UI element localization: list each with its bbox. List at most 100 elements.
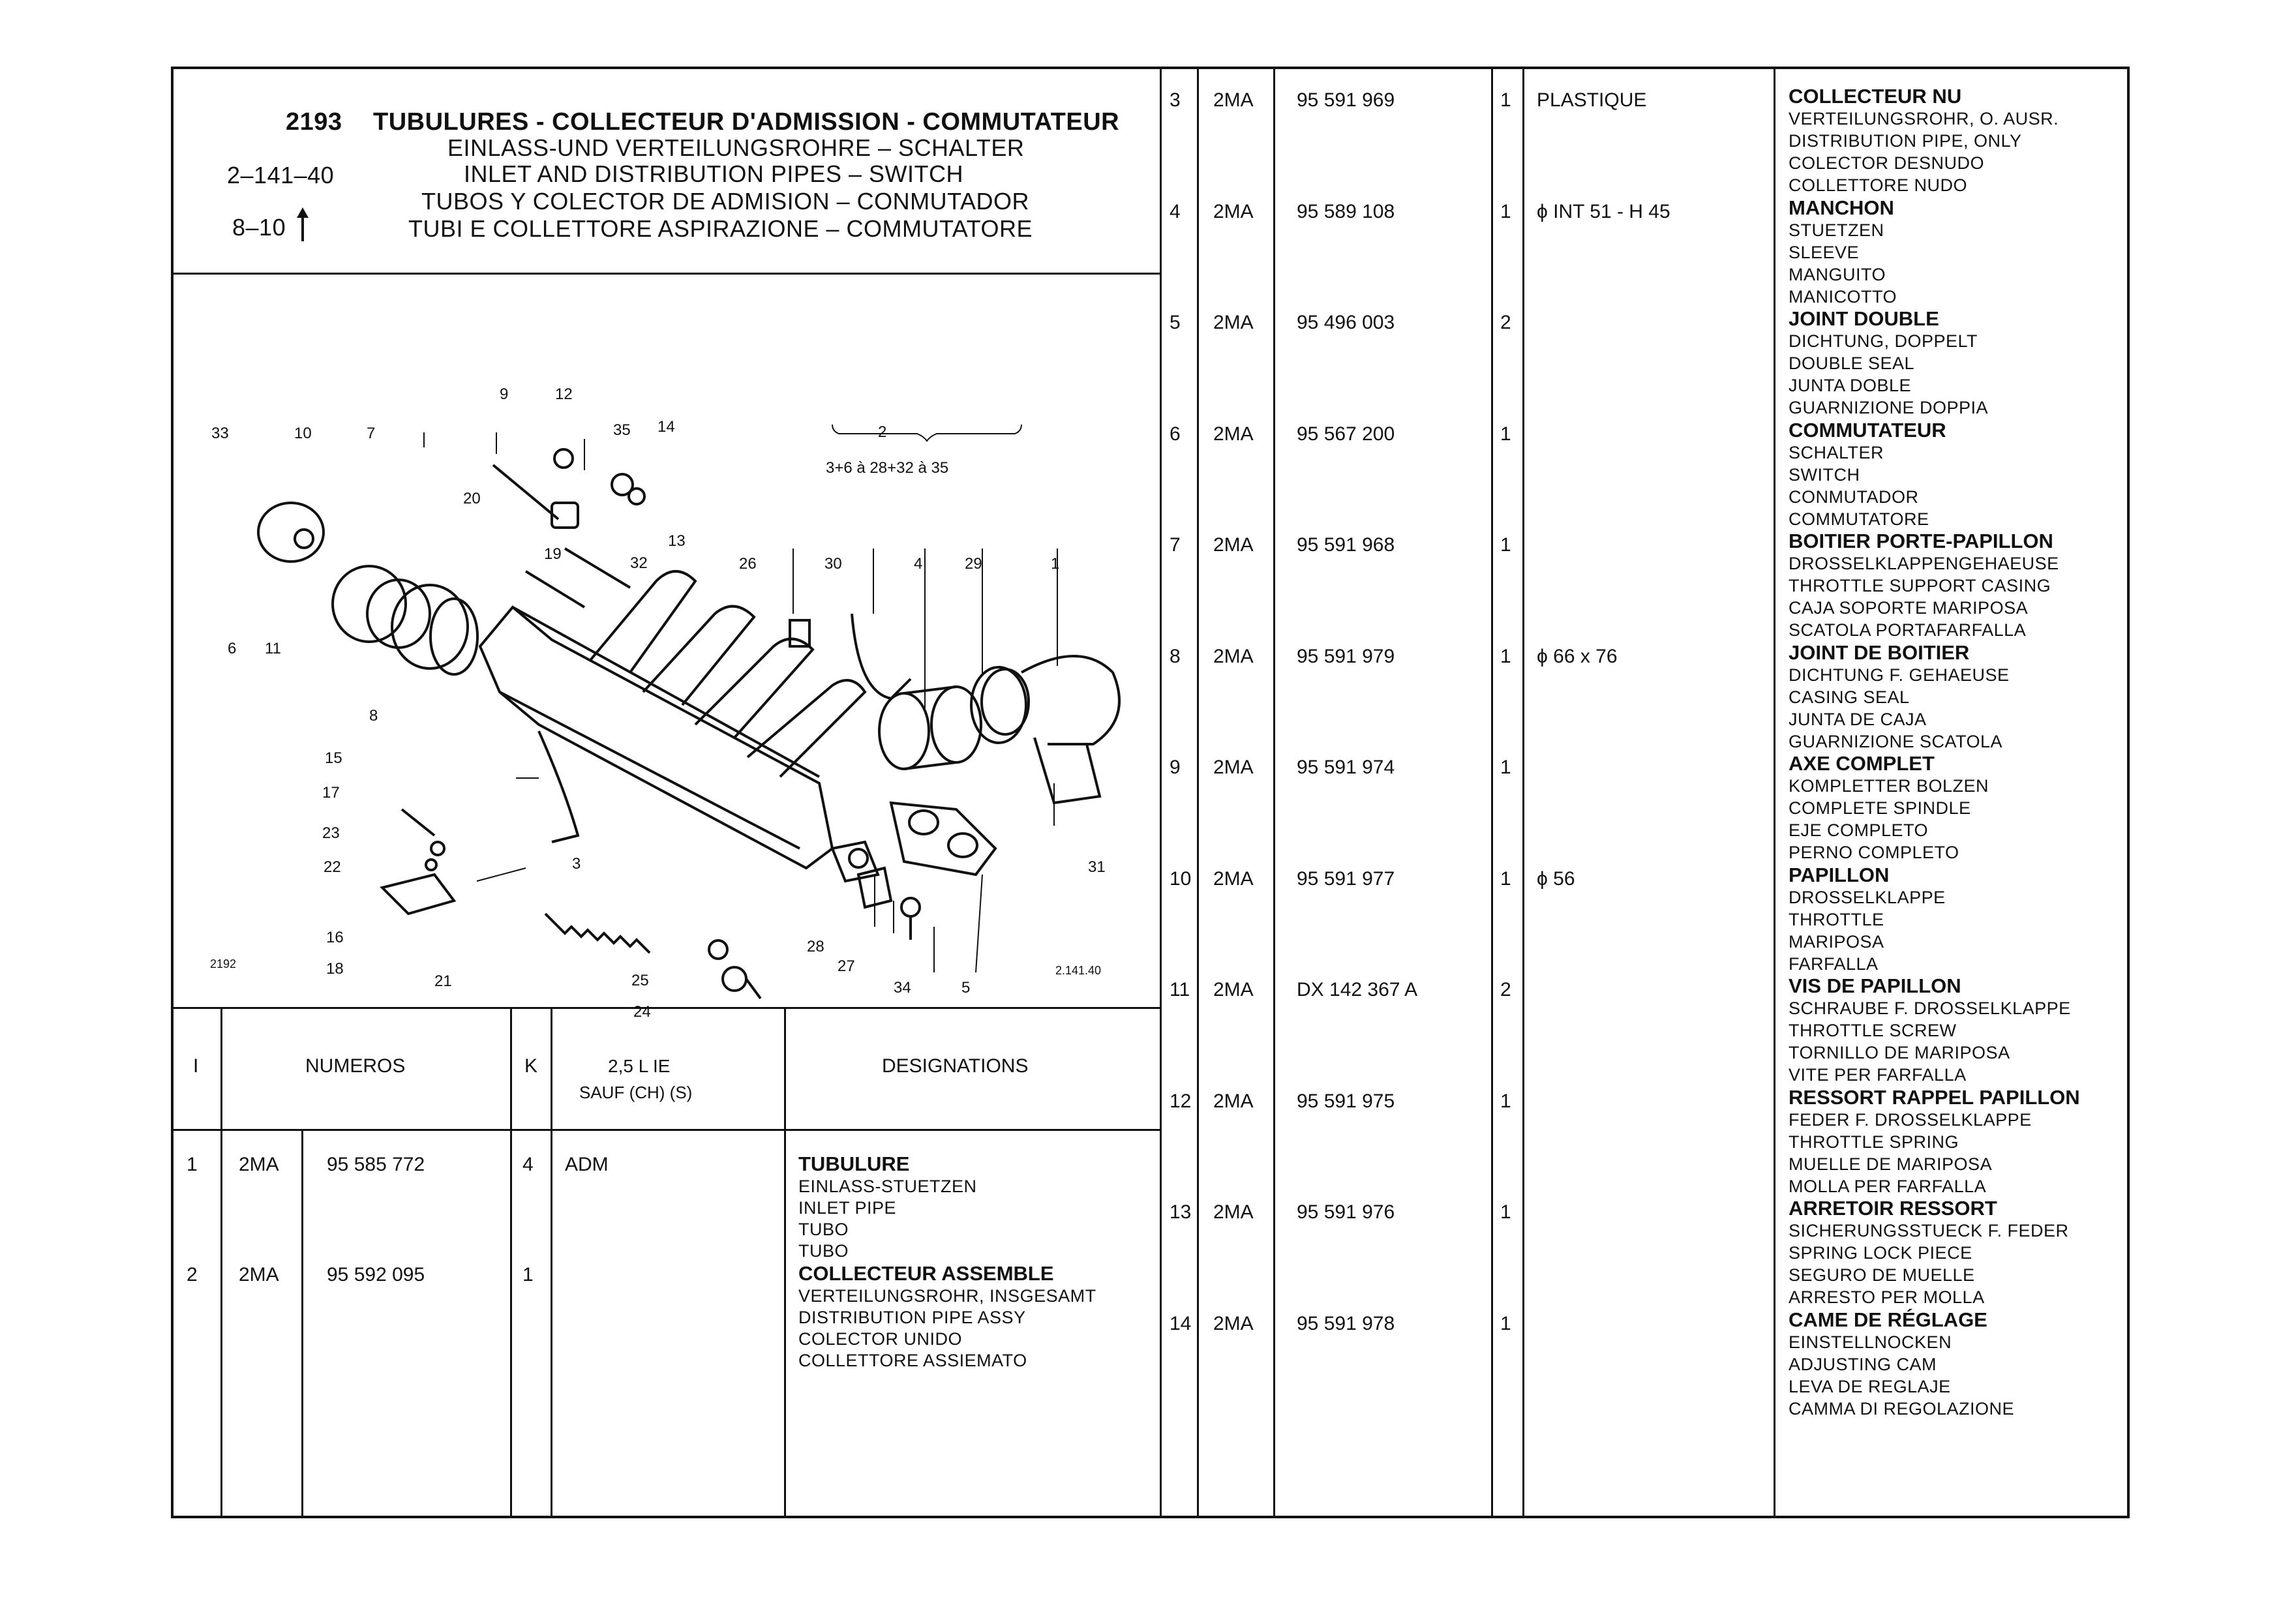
col-header-k: K [524, 1055, 538, 1077]
callout: 16 [326, 929, 344, 946]
designation-title: COLLECTEUR NU [1789, 85, 1962, 108]
parts-sheet: 2193 TUBULURES - COLLECTEUR D'ADMISSION … [171, 67, 2130, 1518]
designation-de: DROSSELKLAPPE [1789, 887, 1946, 907]
group-code: 2MA [1213, 757, 1254, 778]
designation-it: VITE PER FARFALLA [1789, 1065, 1967, 1085]
callout: 30 [824, 555, 842, 573]
title-fr: TUBULURES - COLLECTEUR D'ADMISSION - COM… [373, 108, 1120, 136]
diagram-separator [174, 1007, 1160, 1009]
designation-de: SICHERUNGSSTUECK F. FEDER [1789, 1221, 2069, 1240]
designation-es: CONMUTADOR [1789, 487, 1919, 507]
designation-es: MANGUITO [1789, 264, 1886, 284]
col-header-designations: DESIGNATIONS [882, 1055, 1029, 1077]
drawing-ref: 2.141.40 [1055, 964, 1102, 977]
designation-it: GUARNIZIONE DOPPIA [1789, 398, 1989, 417]
callout: 4 [914, 555, 923, 573]
designation-title: ARRETOIR RESSORT [1789, 1197, 1997, 1220]
quantity: 4 [522, 1154, 534, 1175]
group-code: 2MA [1213, 1090, 1254, 1112]
designation-de: DICHTUNG F. GEHAEUSE [1789, 665, 2010, 685]
quantity: 1 [1500, 534, 1511, 556]
callout: 18 [326, 960, 344, 978]
designation-en: CASING SEAL [1789, 687, 1910, 707]
designation-title: MANCHON [1789, 196, 1894, 219]
part-number: 95 496 003 [1297, 312, 1395, 333]
part-number: 95 591 978 [1297, 1312, 1395, 1334]
callout: 13 [668, 532, 686, 550]
group-code: 2MA [1213, 1201, 1254, 1223]
designation-de: VERTEILUNGSROHR, O. AUSR. [1789, 109, 2059, 128]
col-header-item: I [193, 1055, 199, 1077]
callout: 5 [961, 979, 971, 997]
title-es: TUBOS Y COLECTOR DE ADMISION – CONMUTADO… [421, 188, 1029, 215]
designation-en: DISTRIBUTION PIPE, ONLY [1789, 131, 2022, 151]
designation-title: COMMUTATEUR [1789, 418, 1946, 442]
group-range: 3+6 à 28+32 à 35 [826, 459, 949, 477]
item-number: 14 [1170, 1312, 1192, 1334]
group-label: 2 [878, 423, 887, 441]
callout: 11 [265, 640, 281, 657]
lt-divider-note [784, 1007, 786, 1516]
divider-item [1197, 69, 1199, 1516]
designation-en: ADJUSTING CAM [1789, 1354, 1937, 1374]
designation-it: GUARNIZIONE SCATOLA [1789, 731, 2003, 751]
designation-it: PERNO COMPLETO [1789, 843, 1959, 862]
group-code: 2MA [1213, 1312, 1254, 1334]
title-en: INLET AND DISTRIBUTION PIPES – SWITCH [464, 160, 963, 187]
item-number: 2 [187, 1264, 198, 1285]
designation-title: PAPILLON [1789, 863, 1890, 886]
part-note: ϕ 56 [1537, 867, 1575, 890]
callout: 33 [211, 425, 229, 442]
callout: 6 [228, 640, 237, 657]
callout: 23 [322, 824, 340, 842]
divider-note [1774, 69, 1775, 1516]
designation-de: SCHRAUBE F. DROSSELKLAPPE [1789, 999, 2071, 1018]
callout: 24 [633, 1003, 651, 1021]
part-note: PLASTIQUE [1537, 89, 1647, 111]
callout: 32 [630, 554, 648, 572]
designation-it: MANICOTTO [1789, 286, 1897, 307]
quantity: 1 [1500, 1090, 1511, 1112]
item-number: 5 [1170, 312, 1181, 333]
callout: 35 [613, 421, 631, 439]
callout: 9 [500, 385, 509, 403]
designation-it: COMMUTATORE [1789, 509, 1929, 529]
item-number: 6 [1170, 423, 1181, 445]
item-number: 7 [1170, 534, 1181, 556]
part-number: 95 585 772 [327, 1154, 425, 1175]
group-code: 2MA [1213, 423, 1254, 445]
callout: 8 [369, 707, 378, 725]
designation-en: SWITCH [1789, 464, 1860, 485]
group-code: 2MA [1213, 645, 1254, 667]
designation-es: TUBO [798, 1220, 849, 1239]
quantity: 1 [1500, 867, 1511, 890]
col-header-numeros: NUMEROS [305, 1055, 406, 1077]
item-number: 10 [1170, 867, 1192, 890]
designation-es: MUELLE DE MARIPOSA [1789, 1154, 1993, 1174]
designation-es: COLECTOR DESNUDO [1789, 153, 1985, 173]
designation-de: VERTEILUNGSROHR, INSGESAMT [798, 1286, 1096, 1306]
page-number: 2193 [286, 108, 342, 136]
item-number: 1 [187, 1154, 198, 1175]
callout: 26 [739, 555, 757, 573]
col-header-model-note: SAUF (CH) (S) [579, 1083, 693, 1102]
designation-de: DICHTUNG, DOPPELT [1789, 331, 1978, 351]
item-number: 9 [1170, 757, 1181, 778]
part-number: 95 592 095 [327, 1264, 425, 1285]
quantity: 1 [1500, 757, 1511, 778]
image-code: 2192 [210, 957, 237, 970]
designation-en: THROTTLE SUPPORT CASING [1789, 576, 2051, 595]
callout: 21 [434, 972, 452, 990]
part-note: ϕ 66 x 76 [1537, 645, 1618, 667]
designation-title: COLLECTEUR ASSEMBLE [798, 1262, 1054, 1285]
lt-divider-number [510, 1007, 512, 1516]
divider-main [1160, 69, 1162, 1516]
group-code: 2MA [1213, 312, 1254, 333]
part-number: 95 591 975 [1297, 1090, 1395, 1112]
callout: 27 [838, 957, 855, 975]
designation-en: THROTTLE SCREW [1789, 1021, 1957, 1040]
quantity: 1 [1500, 423, 1511, 445]
part-note: ϕ INT 51 - H 45 [1537, 200, 1670, 222]
ref-code: 2–141–40 [227, 162, 335, 188]
item-number: 13 [1170, 1201, 1192, 1223]
